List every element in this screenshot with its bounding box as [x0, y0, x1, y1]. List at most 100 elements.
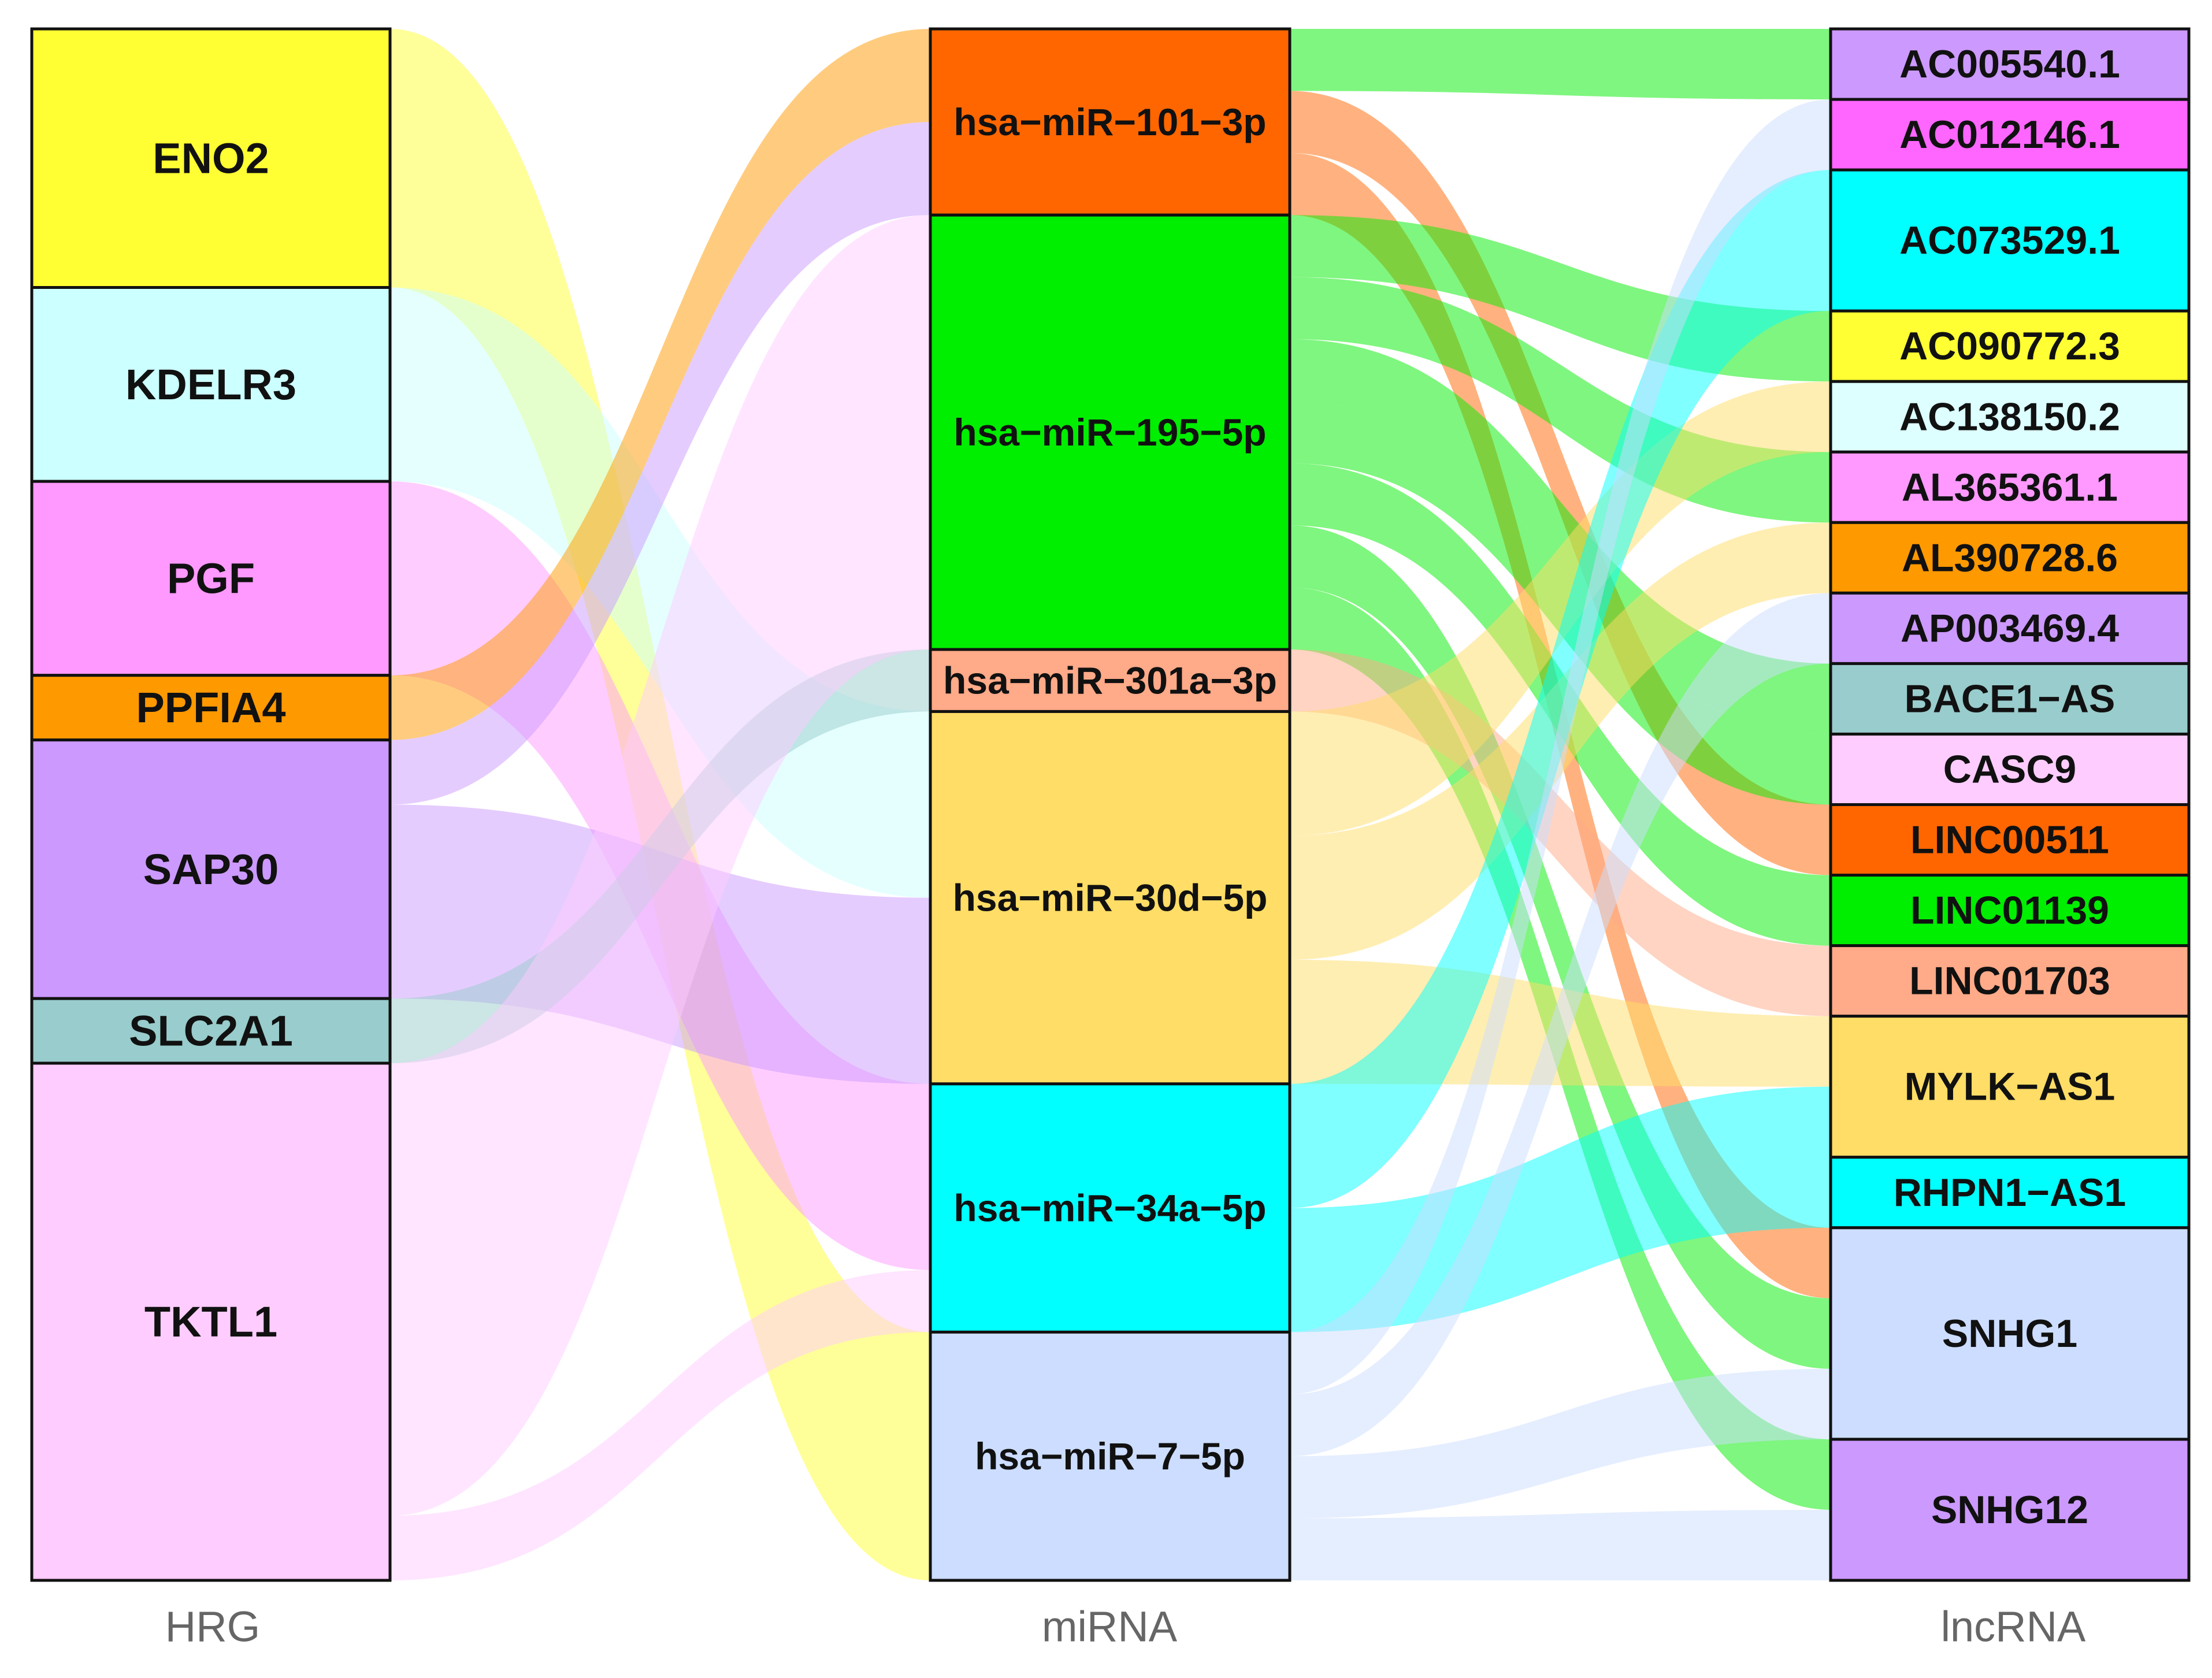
flow-hrg-mirna-tktl1-mir195	[390, 215, 930, 1516]
flow-hrg-mirna-ppfia4-mir101	[390, 29, 930, 740]
flow-mirna-lncrna-mir7-ac012146	[1290, 99, 1831, 1394]
node-casc9: CASC9	[1829, 732, 2191, 807]
node-linc01703: LINC01703	[1829, 944, 2191, 1018]
node-rect-tktl1	[30, 1061, 392, 1582]
node-rect-ac073529	[1829, 168, 2191, 313]
node-label-linc01139: LINC01139	[1910, 889, 2109, 933]
node-rect-ap003469	[1829, 591, 2191, 665]
node-label-casc9: CASC9	[1943, 747, 2077, 791]
node-pgf: PGF	[30, 480, 392, 677]
node-ac012146: AC012146.1	[1829, 98, 2191, 172]
node-label-slc2a1: SLC2A1	[129, 1007, 293, 1055]
node-label-linc01703: LINC01703	[1909, 959, 2110, 1003]
node-rect-mir30d	[929, 710, 1291, 1086]
flow-mirna-lncrna-mir7-snhg1	[1290, 1368, 1831, 1519]
node-rect-al365361	[1829, 450, 2191, 524]
node-snhg12: SNHG12	[1829, 1438, 2191, 1582]
axis-labels: HRG miRNA lncRNA	[165, 1603, 2086, 1651]
node-ap003469: AP003469.4	[1829, 591, 2191, 665]
node-label-ac005540: AC005540.1	[1899, 42, 2120, 86]
node-slc2a1: SLC2A1	[30, 997, 392, 1065]
node-label-al365361: AL365361.1	[1902, 465, 2118, 509]
node-rect-mylkas1	[1829, 1015, 2191, 1159]
node-label-al390728: AL390728.6	[1902, 536, 2118, 580]
node-rect-linc01139	[1829, 874, 2191, 948]
node-rect-eno2	[30, 27, 392, 289]
node-rect-ppfia4	[30, 674, 392, 742]
flow-mirna-lncrna-mir195-bace1as	[1290, 339, 1831, 734]
node-label-mir34a: hsa−miR−34a−5p	[953, 1187, 1266, 1230]
node-rect-kdelr3	[30, 286, 392, 483]
axis-label-lncrna: lncRNA	[1941, 1603, 2086, 1651]
node-ac005540: AC005540.1	[1829, 27, 2191, 101]
node-mir7: hsa−miR−7−5p	[929, 1330, 1291, 1582]
node-rect-slc2a1	[30, 997, 392, 1065]
node-kdelr3: KDELR3	[30, 286, 392, 483]
flow-mirna-lncrna-mir101-ac005540	[1290, 29, 1831, 100]
node-label-ppfia4: PPFIA4	[136, 684, 285, 732]
node-label-mir30d: hsa−miR−30d−5p	[953, 877, 1268, 919]
node-rect-linc01703	[1829, 944, 2191, 1018]
axis-label-mirna: miRNA	[1042, 1603, 1178, 1651]
node-label-mir101: hsa−miR−101−3p	[953, 101, 1266, 143]
node-mir301: hsa−miR−301a−3p	[929, 648, 1291, 713]
node-mylkas1: MYLK−AS1	[1829, 1015, 2191, 1159]
node-sap30: SAP30	[30, 738, 392, 1000]
node-rect-rhpn1as1	[1829, 1156, 2191, 1230]
node-rect-snhg12	[1829, 1438, 2191, 1582]
node-rect-mir7	[929, 1330, 1291, 1582]
node-rect-ac138150	[1829, 380, 2191, 454]
node-rect-mir195	[929, 213, 1291, 651]
node-rect-ac012146	[1829, 98, 2191, 172]
node-mir30d: hsa−miR−30d−5p	[929, 710, 1291, 1086]
node-label-ac012146: AC012146.1	[1899, 113, 2120, 157]
node-label-linc00511: LINC00511	[1910, 818, 2109, 862]
node-mir34a: hsa−miR−34a−5p	[929, 1082, 1291, 1334]
node-label-eno2: ENO2	[153, 134, 269, 182]
node-label-pgf: PGF	[167, 554, 255, 602]
node-linc01139: LINC01139	[1829, 874, 2191, 948]
node-label-sap30: SAP30	[143, 845, 279, 893]
node-label-ac138150: AC138150.2	[1899, 395, 2120, 439]
node-mir101: hsa−miR−101−3p	[929, 27, 1291, 217]
node-label-mir301: hsa−miR−301a−3p	[943, 659, 1277, 702]
node-label-snhg12: SNHG12	[1931, 1488, 2088, 1532]
node-mir195: hsa−miR−195−5p	[929, 213, 1291, 651]
node-rect-pgf	[30, 480, 392, 677]
node-label-ac073529: AC073529.1	[1899, 218, 2120, 262]
node-label-bace1as: BACE1−AS	[1905, 677, 2115, 721]
node-rect-mir101	[929, 27, 1291, 217]
node-ac138150: AC138150.2	[1829, 380, 2191, 454]
node-rect-mir301	[929, 648, 1291, 713]
node-rect-mir34a	[929, 1082, 1291, 1334]
flow-mirna-lncrna-mir30d-ac138150	[1290, 381, 1831, 836]
node-rect-ac090772	[1829, 309, 2191, 383]
node-label-kdelr3: KDELR3	[125, 361, 296, 409]
node-ppfia4: PPFIA4	[30, 674, 392, 742]
flow-mirna-lncrna-mir7-ap003469	[1290, 593, 1831, 1457]
flow-mirna-lncrna-mir101-linc00511	[1290, 91, 1831, 875]
node-eno2: ENO2	[30, 27, 392, 289]
flows-layer	[390, 29, 1831, 1580]
node-ac090772: AC090772.3	[1829, 309, 2191, 383]
node-al390728: AL390728.6	[1829, 521, 2191, 595]
flow-hrg-mirna-tktl1-mir34a	[390, 1270, 930, 1580]
node-rhpn1as1: RHPN1−AS1	[1829, 1156, 2191, 1230]
node-al365361: AL365361.1	[1829, 450, 2191, 524]
node-linc00511: LINC00511	[1829, 803, 2191, 877]
node-ac073529: AC073529.1	[1829, 168, 2191, 313]
node-label-snhg1: SNHG1	[1942, 1312, 2077, 1356]
node-label-tktl1: TKTL1	[144, 1298, 277, 1346]
axis-label-hrg: HRG	[165, 1603, 260, 1651]
flow-mirna-lncrna-mir195-snhg1	[1290, 525, 1831, 1369]
flow-mirna-lncrna-mir34a-rhpn1as1	[1290, 1157, 1831, 1332]
node-rect-sap30	[30, 738, 392, 1000]
node-label-ac090772: AC090772.3	[1899, 324, 2120, 368]
node-rect-bace1as	[1829, 662, 2191, 736]
node-tktl1: TKTL1	[30, 1061, 392, 1582]
node-label-rhpn1as1: RHPN1−AS1	[1894, 1171, 2126, 1215]
flow-hrg-mirna-sap30-mir101	[390, 122, 930, 805]
flow-mirna-lncrna-mir34a-ac073529	[1290, 170, 1831, 1208]
